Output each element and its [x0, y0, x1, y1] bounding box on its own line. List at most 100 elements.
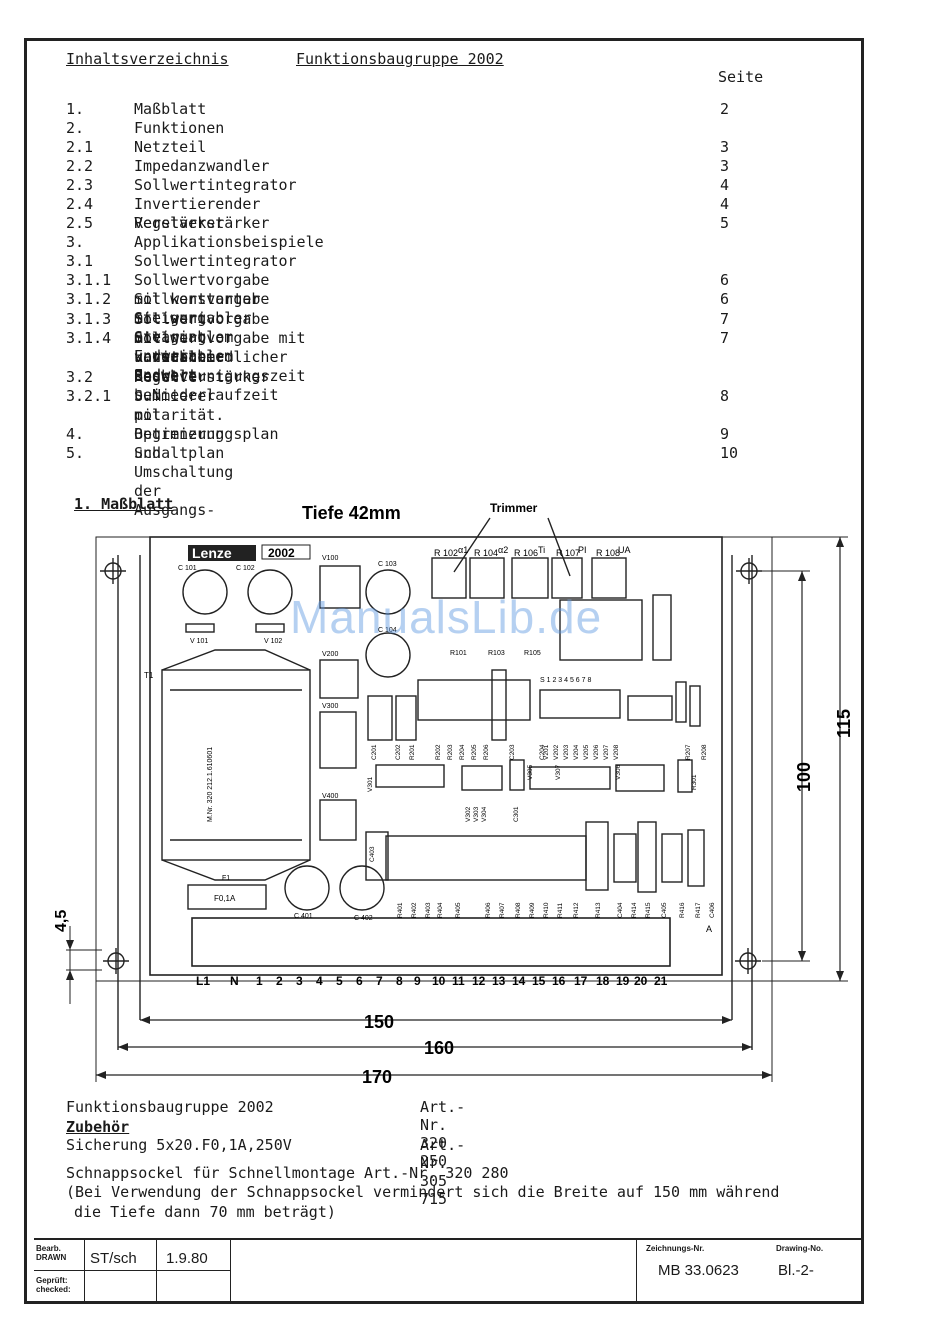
parts-line-1: Funktionsbaugruppe 2002 Art.-Nr. 320 250	[66, 1098, 465, 1170]
resistor-label: R105	[524, 650, 541, 657]
toc-subtitle: Funktionsbaugruppe 2002	[296, 50, 504, 68]
component-label: R207	[685, 744, 692, 760]
terminal-label: 17	[574, 974, 588, 988]
drawing-number-label-de: Zeichnungs-Nr.	[646, 1244, 705, 1253]
terminal-label: 3	[296, 974, 303, 988]
component-label: C202	[395, 744, 402, 760]
terminal-label: 11	[452, 974, 465, 988]
toc-entry-title: variablem Endwert	[134, 348, 216, 385]
toc-page-number: 10	[720, 444, 739, 462]
terminal-label: 10	[432, 974, 446, 988]
part-art-1: Art.-Nr. 320 250	[420, 1098, 466, 1170]
toc-number: 3.1	[66, 252, 94, 270]
terminal-label: L1	[196, 974, 210, 988]
regulator-label: V400	[322, 793, 338, 800]
ic-label: R301	[691, 774, 698, 790]
toc-entry-title: polarität.	[134, 406, 225, 424]
component-label: V208	[613, 744, 620, 760]
part-name-2: Sicherung 5x20.F0,1A,250V	[66, 1136, 292, 1154]
component-label: C404	[617, 902, 624, 918]
toc-entry-title: Impedanzwandler	[134, 157, 270, 175]
dip-switch-label: S 1 2 3 4 5 6 7 8	[540, 677, 591, 684]
toc-number: 3.1.4	[66, 329, 112, 347]
toc-number: 2.2	[66, 157, 94, 175]
ic-label: V307	[555, 764, 562, 780]
component-label: R416	[679, 902, 686, 918]
component-label: V202	[553, 744, 560, 760]
component-label: R417	[695, 902, 702, 918]
toc-entry-title: Sollwertvorgabe mit unterschiedlicher Ho…	[134, 310, 288, 404]
component-label: R415	[645, 902, 652, 918]
toc-number: 2.	[66, 119, 85, 137]
parts-line-3: Schnappsockel für Schnellmontage Art.-Nr…	[66, 1164, 509, 1182]
component-label: V204	[573, 744, 580, 760]
terminal-label: 14	[512, 974, 526, 988]
terminal-label: 1	[256, 974, 263, 988]
toc-title: Inhaltsverzeichnis	[66, 50, 229, 68]
toc-number: 2.4	[66, 195, 94, 213]
corner-marker: A	[706, 924, 712, 934]
terminal-label: 18	[596, 974, 610, 988]
component-label: R410	[543, 902, 550, 918]
capacitor-label: C 103	[378, 561, 397, 568]
component-label: C203	[509, 744, 516, 760]
trimmer-position-label: R 106	[514, 548, 538, 558]
toc-number: 2.3	[66, 176, 94, 194]
ic-label: V301	[367, 776, 374, 792]
component-label: R413	[595, 902, 602, 918]
pcb-outline	[149, 536, 723, 976]
drawn-date: 1.9.80	[166, 1250, 208, 1267]
diode-label: V 101	[190, 638, 208, 645]
component-label: R206	[483, 744, 490, 760]
capacitor-label: C 401	[294, 913, 313, 920]
toc-page-number: 5	[720, 214, 730, 232]
dim-160: 160	[424, 1038, 454, 1058]
toc-entry-title: Regelverstärker	[134, 368, 270, 386]
terminal-label: 15	[532, 974, 546, 988]
dim-115: 115	[834, 709, 854, 738]
ic-label: C301	[513, 806, 520, 822]
depth-label: Tiefe 42mm	[302, 503, 401, 523]
toc-page-number: 7	[720, 310, 730, 328]
component-label: R202	[435, 744, 442, 760]
model-label: 2002	[268, 546, 295, 560]
ic-label: V302	[465, 806, 472, 822]
component-label: V203	[563, 744, 570, 760]
component-label: C406	[709, 902, 716, 918]
toc-entry-title: Sollwertvorgabe mit konstanter Steigung …	[134, 271, 270, 365]
trimmer-position-label: R 102	[434, 548, 458, 558]
component-label: R407	[499, 902, 506, 918]
terminal-label: 21	[654, 974, 668, 988]
ic-label: V305	[527, 764, 534, 780]
regulator-label: V100	[322, 555, 338, 562]
component-label: C405	[661, 902, 668, 918]
toc-entry-title: Summierer mit Begrenzung und Umschaltung…	[134, 387, 234, 519]
component-label: R201	[409, 744, 416, 760]
ic-label: V303	[473, 806, 480, 822]
dim-100: 100	[794, 762, 814, 792]
page-column-heading: Seite	[718, 68, 764, 86]
toc-entry-title: Optimierungsplan	[134, 425, 279, 443]
toc-page-number: 8	[720, 387, 730, 405]
toc-entry-title: Maßblatt	[134, 100, 207, 118]
section-heading: 1. Maßblatt	[74, 495, 174, 513]
terminal-label: 12	[472, 974, 486, 988]
toc-number: 2.1	[66, 138, 94, 156]
toc-page-number: 9	[720, 425, 730, 443]
toc-entry-title: Schaltplan	[134, 444, 225, 462]
toc-number: 3.2.1	[66, 387, 112, 405]
toc-entry-title: Netzteil	[134, 138, 207, 156]
dim-170: 170	[362, 1067, 392, 1087]
drawn-by: ST/sch	[90, 1250, 137, 1267]
toc-page-number: 2	[720, 100, 730, 118]
regulator-label: V300	[322, 703, 338, 710]
trimmer-position-label: UA	[618, 545, 631, 555]
accessories-heading: Zubehör	[66, 1118, 130, 1136]
toc-number: 3.2	[66, 368, 94, 386]
terminal-label: N	[230, 974, 239, 988]
toc-entry-title: Sollwertvorgabe mit variabler Steigung u…	[134, 290, 270, 384]
